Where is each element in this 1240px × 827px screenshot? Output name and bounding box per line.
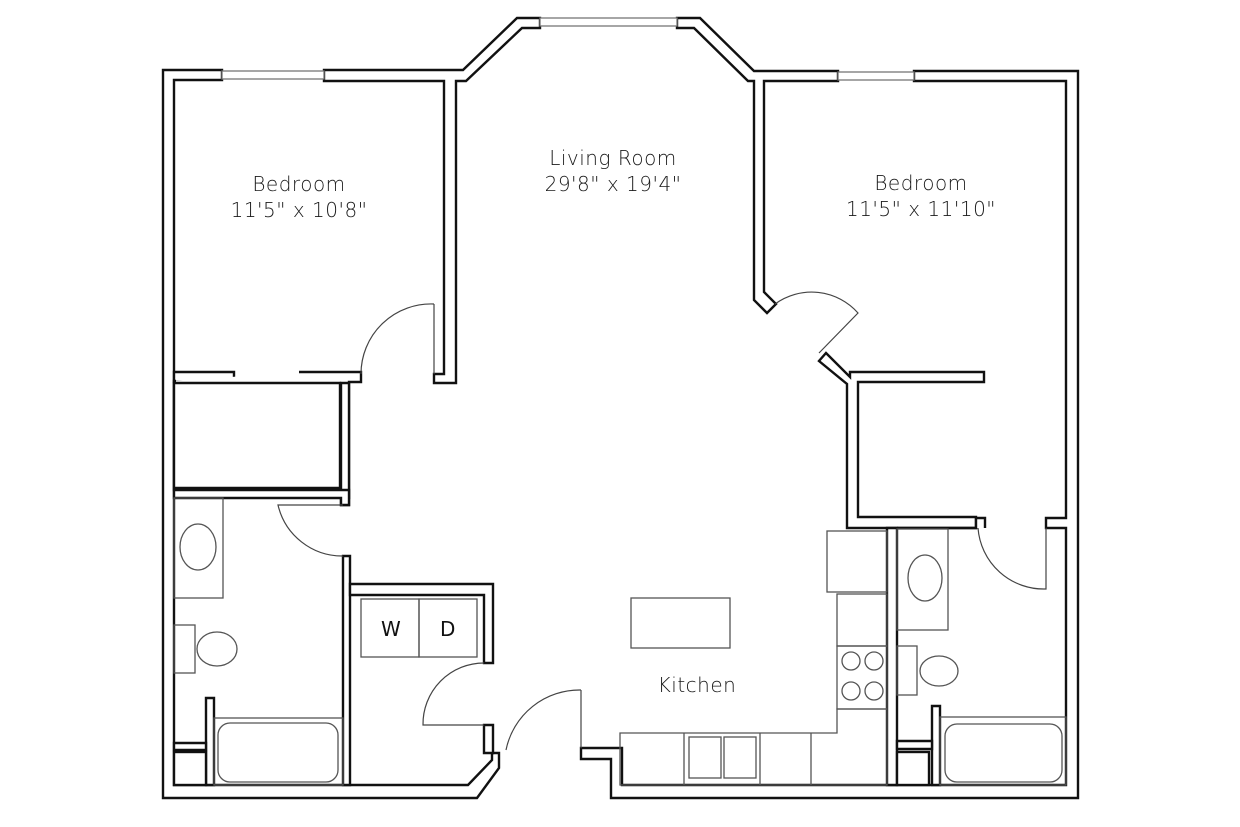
bathroom-2-fixtures bbox=[895, 528, 1067, 787]
sink-basin-left bbox=[688, 736, 722, 779]
sink-1-icon bbox=[179, 523, 217, 571]
vanity-1 bbox=[173, 497, 224, 599]
door-bedroom-2 bbox=[774, 291, 859, 354]
toilet-tank-1 bbox=[173, 624, 196, 674]
linen-closet-1 bbox=[172, 750, 208, 787]
bathroom-1-fixtures bbox=[172, 497, 344, 787]
room-label-kitchen: Kitchen bbox=[597, 672, 797, 698]
vanity-2 bbox=[896, 528, 949, 631]
linen-closet-2 bbox=[895, 750, 931, 787]
counter-lower bbox=[619, 708, 888, 786]
window-bedroom-1 bbox=[221, 70, 325, 80]
doors bbox=[277, 291, 1047, 751]
room-label-living-room: Living Room 29'8" x 19'4" bbox=[513, 145, 713, 197]
bathtub-2 bbox=[939, 716, 1067, 786]
door-bathroom-1 bbox=[277, 504, 344, 557]
toilet-tank-2 bbox=[896, 645, 918, 696]
room-label-bedroom-1: Bedroom 11'5" x 10'8" bbox=[199, 171, 399, 223]
room-name: Living Room bbox=[549, 146, 677, 170]
bathtub-2-basin bbox=[944, 723, 1063, 783]
washer-label: W bbox=[381, 617, 401, 641]
room-dimensions: 29'8" x 19'4" bbox=[544, 172, 682, 196]
window-bedroom-2 bbox=[837, 71, 915, 81]
kitchen-fixtures bbox=[619, 530, 888, 786]
room-name: Bedroom bbox=[874, 171, 968, 195]
room-dimensions: 11'5" x 11'10" bbox=[845, 197, 997, 221]
burner-icon bbox=[841, 681, 861, 701]
refrigerator bbox=[826, 530, 888, 593]
dryer-box bbox=[418, 598, 478, 658]
burner-icon bbox=[841, 651, 861, 671]
door-laundry bbox=[422, 662, 485, 726]
interior-walls-right bbox=[817, 351, 987, 787]
sink-2-icon bbox=[907, 554, 943, 602]
window-living-room bbox=[539, 17, 678, 27]
interior-walls-left bbox=[172, 370, 495, 787]
windows bbox=[221, 17, 915, 81]
burner-icon bbox=[864, 681, 884, 701]
door-entry bbox=[505, 689, 582, 751]
toilet-2-icon bbox=[919, 655, 959, 687]
kitchen-island bbox=[630, 597, 731, 649]
sink-basin-right bbox=[723, 736, 757, 779]
laundry-area bbox=[360, 598, 478, 658]
room-dimensions: 11'5" x 10'8" bbox=[230, 198, 368, 222]
room-name: Kitchen bbox=[657, 673, 737, 697]
room-label-bedroom-2: Bedroom 11'5" x 11'10" bbox=[821, 170, 1021, 222]
bathtub-1 bbox=[213, 717, 344, 786]
toilet-1-icon bbox=[196, 631, 238, 667]
door-bedroom-1 bbox=[360, 303, 435, 375]
door-bathroom-2 bbox=[977, 527, 1047, 590]
dryer-label: D bbox=[440, 617, 456, 641]
bathtub-1-basin bbox=[217, 722, 339, 783]
counter-upper bbox=[836, 593, 888, 647]
burner-icon bbox=[864, 651, 884, 671]
room-name: Bedroom bbox=[252, 172, 346, 196]
